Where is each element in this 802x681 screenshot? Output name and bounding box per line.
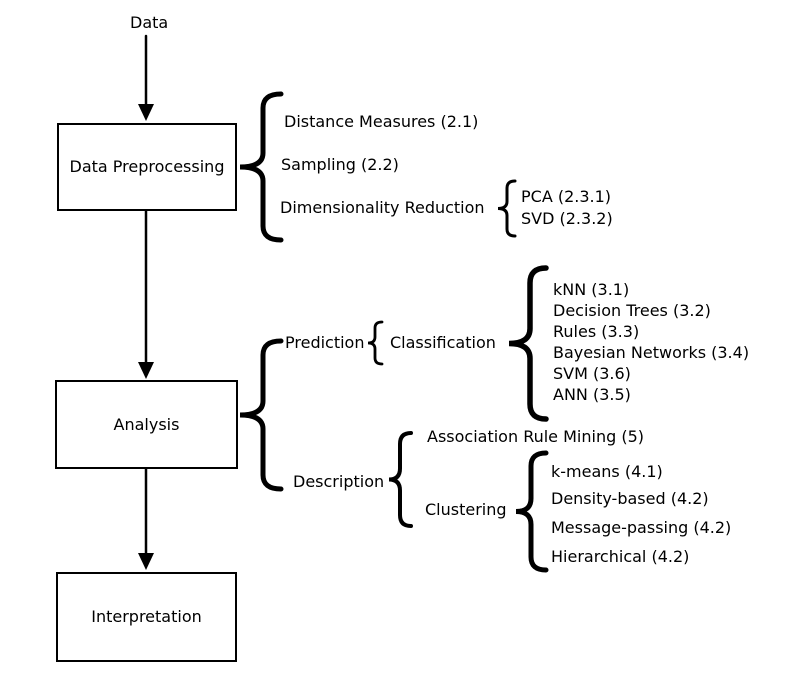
node-analysis: Analysis [55,380,238,469]
item-pca: PCA (2.3.1) [521,187,612,206]
item-distance-measures: Distance Measures (2.1) [284,112,479,131]
item-sampling: Sampling (2.2) [281,155,399,174]
brace-clustering [515,450,549,573]
node-analysis-label: Analysis [113,414,180,434]
item-knn: kNN (3.1) [553,280,630,299]
brace-prediction [367,320,384,366]
node-data-preprocessing: Data Preprocessing [57,123,237,211]
node-interpretation: Interpretation [56,572,237,662]
node-interpretation-label: Interpretation [91,607,202,626]
brace-analysis [239,338,284,492]
item-hierarchical: Hierarchical (4.2) [551,547,690,566]
brace-classification [508,265,549,422]
brace-dimensionality-reduction [497,179,517,238]
node-data-preprocessing-label: Data Preprocessing [69,157,225,176]
item-density-based: Density-based (4.2) [551,489,709,508]
source-label: Data [130,13,169,32]
item-ann: ANN (3.5) [553,385,631,404]
item-decision-trees: Decision Trees (3.2) [553,301,711,320]
item-svd: SVD (2.3.2) [521,209,613,228]
brace-description [388,431,413,528]
label-prediction: Prediction [285,333,365,352]
item-dimensionality-reduction: Dimensionality Reduction [280,198,485,217]
item-rules: Rules (3.3) [553,322,640,341]
brace-preprocessing [239,91,284,243]
arrow-data-to-preprocessing [138,34,154,121]
label-clustering: Clustering [425,500,507,519]
item-bayesian-networks: Bayesian Networks (3.4) [553,343,750,362]
label-classification: Classification [390,333,496,352]
item-message-passing: Message-passing (4.2) [551,518,732,537]
arrow-preprocessing-to-analysis [138,207,154,379]
arrow-analysis-to-interpretation [138,465,154,570]
item-k-means: k-means (4.1) [551,462,663,481]
label-description: Description [293,472,385,491]
item-svm: SVM (3.6) [553,364,631,383]
item-association-rule-mining: Association Rule Mining (5) [427,427,644,446]
